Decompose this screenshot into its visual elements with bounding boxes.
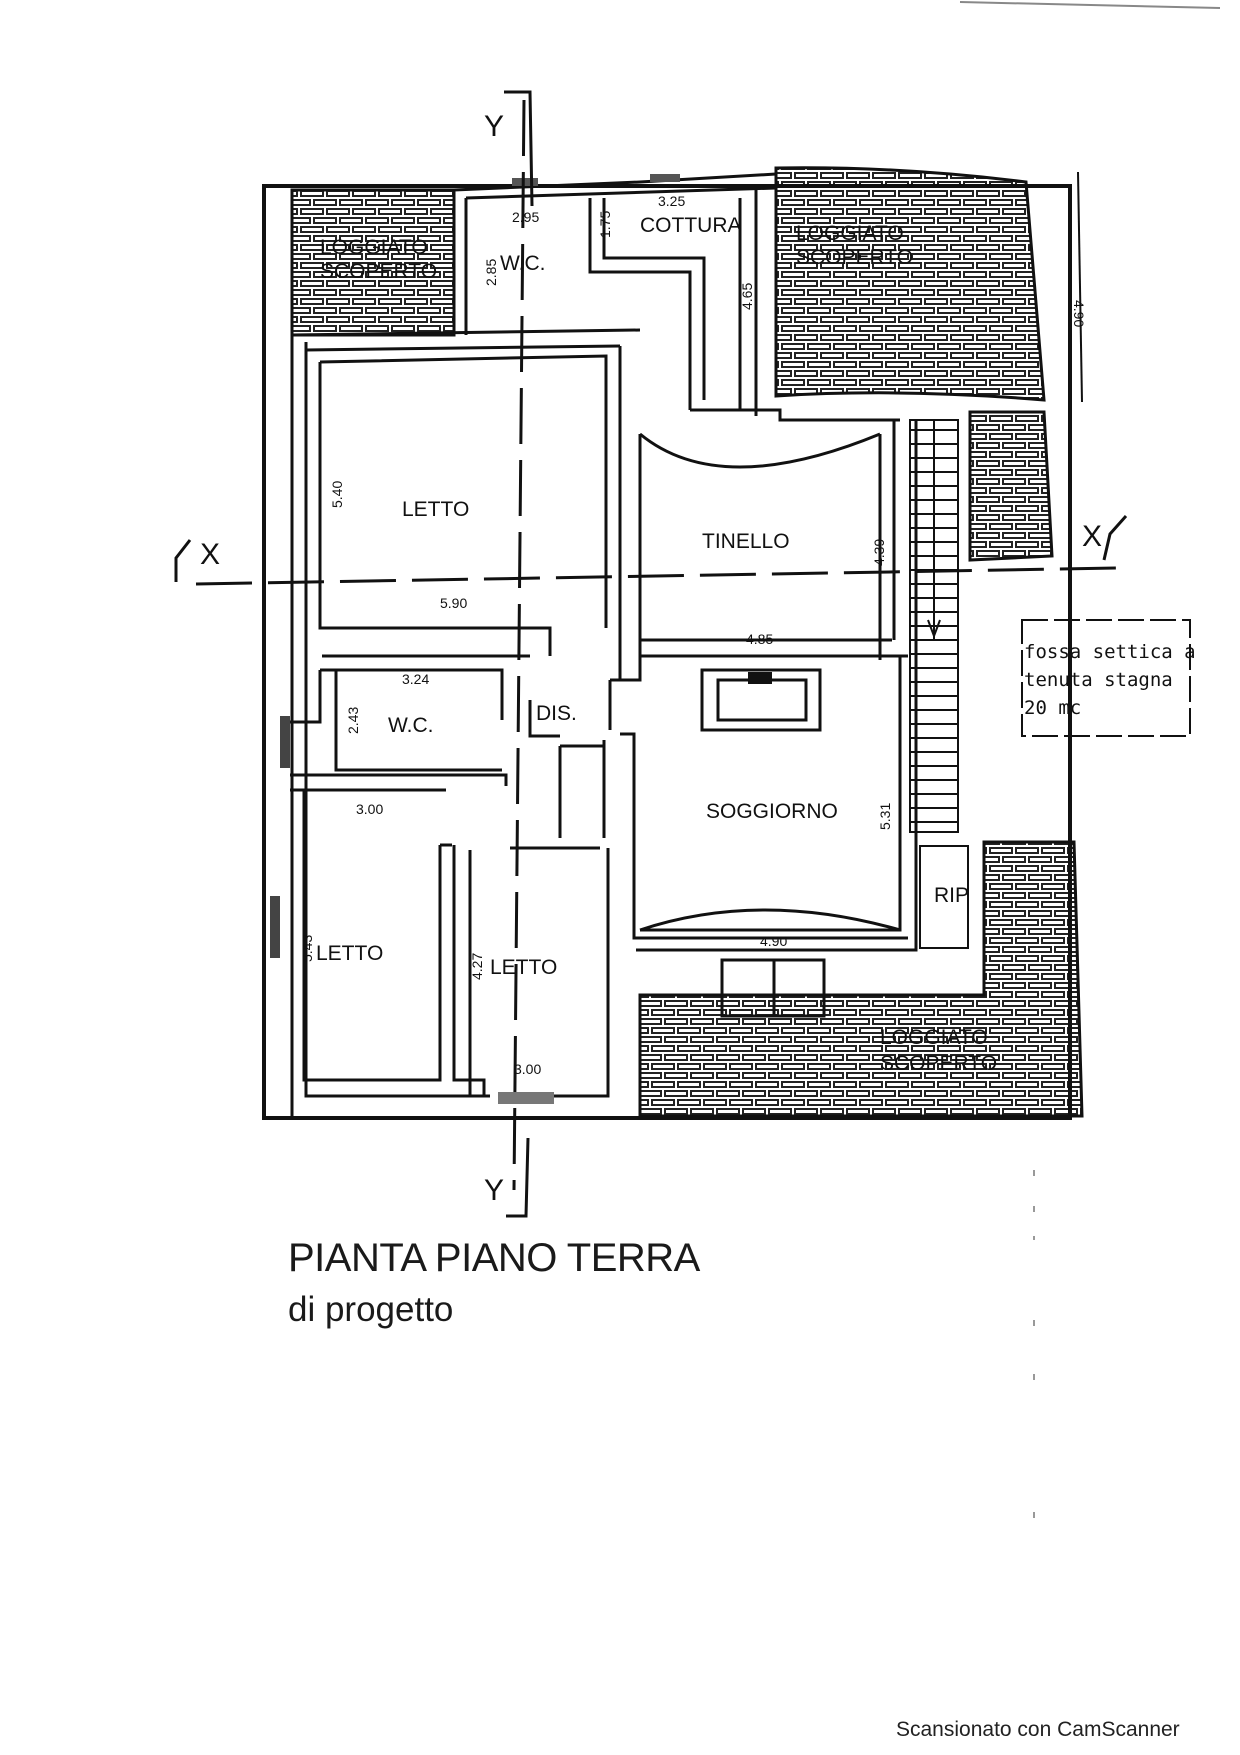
room-letto-mid: LETTO (490, 956, 557, 979)
section-x-line (195, 566, 1119, 586)
room-letto-top: LETTO (402, 498, 469, 521)
loggia-right-strip (968, 410, 1054, 562)
dim-490-right: 4.90 (1071, 300, 1087, 327)
room-loggia-top-right-line1: LOGGIATO (796, 222, 904, 245)
dim-295: 2.95 (512, 209, 539, 225)
room-loggia-top-right-line2: SCOPERTO (796, 246, 913, 269)
septic-note-line2: tenuta stagna (1024, 669, 1173, 691)
plan-title: PIANTA PIANO TERRA (288, 1236, 700, 1280)
dim-243: 2.43 (345, 707, 361, 734)
window-left-1 (280, 716, 290, 768)
room-loggia-bottom-right-line2: SCOPERTO (880, 1052, 997, 1075)
dim-531: 5.31 (877, 803, 893, 830)
dim-590: 5.90 (440, 595, 467, 611)
window-top-2 (650, 174, 680, 182)
room-wc-top: W.C. (500, 252, 546, 275)
window-left-2 (270, 896, 280, 958)
dim-300-top: 3.00 (356, 801, 383, 817)
septic-note-line1: fossa settica a (1024, 641, 1196, 663)
loggia-top-right (774, 166, 1046, 402)
dim-175: 1.75 (597, 211, 613, 238)
dim-543: 5.43 (299, 935, 315, 962)
dim-485: 4.85 (746, 631, 773, 647)
dim-right-loggia (1077, 171, 1083, 403)
loggia-bottom-right (638, 840, 1084, 1118)
room-cottura: COTTURA (640, 214, 742, 237)
staircase (909, 419, 969, 949)
section-x-right-marker (1102, 515, 1128, 561)
loggia-top-left (290, 188, 456, 337)
section-lines (174, 90, 1128, 1218)
door-bottom (498, 1092, 554, 1104)
plan-subtitle: di progetto (288, 1290, 454, 1329)
room-tinello: TINELLO (702, 530, 790, 553)
dim-300-bottom: 3.00 (514, 1061, 541, 1077)
room-letto-left: LETTO (316, 942, 383, 965)
dim-324: 3.24 (402, 671, 429, 687)
dim-490-bottom: 4.90 (760, 933, 787, 949)
axis-x-label-left: X (200, 538, 220, 571)
septic-tank-box (1021, 619, 1191, 737)
axis-x-label-right: X (1082, 520, 1102, 553)
fireplace (748, 672, 772, 684)
dim-439: 4.39 (871, 539, 887, 566)
dim-325: 3.25 (658, 193, 685, 209)
room-loggia-bottom-right-line1: LOGGIATO (880, 1026, 988, 1049)
dim-465: 4.65 (739, 283, 755, 310)
room-wc-mid: W.C. (388, 714, 434, 737)
room-loggia-top-left-line2: SCOPERTO (320, 260, 437, 283)
room-soggiorno: SOGGIORNO (706, 800, 838, 823)
room-loggia-top-left-line1: LOGGIATO (320, 236, 428, 259)
scanner-footer: Scansionato con CamScanner (896, 1718, 1180, 1741)
section-x-left-marker (174, 539, 192, 582)
dim-285: 2.85 (483, 259, 499, 286)
section-y-line (512, 99, 526, 1191)
dim-427: 4.27 (469, 953, 485, 980)
room-rip: RIP (934, 884, 969, 907)
axis-y-label-bottom: Y (484, 1174, 504, 1207)
section-y-bottom-marker (506, 1137, 530, 1218)
septic-note-line3: 20 mc (1024, 697, 1081, 719)
section-y-top-marker (504, 90, 534, 207)
scan-edge-line (959, 1, 1221, 9)
dim-540: 5.40 (329, 481, 345, 508)
room-dis: DIS. (536, 702, 577, 725)
window-top-1 (512, 178, 538, 186)
axis-y-label-top: Y (484, 110, 504, 143)
